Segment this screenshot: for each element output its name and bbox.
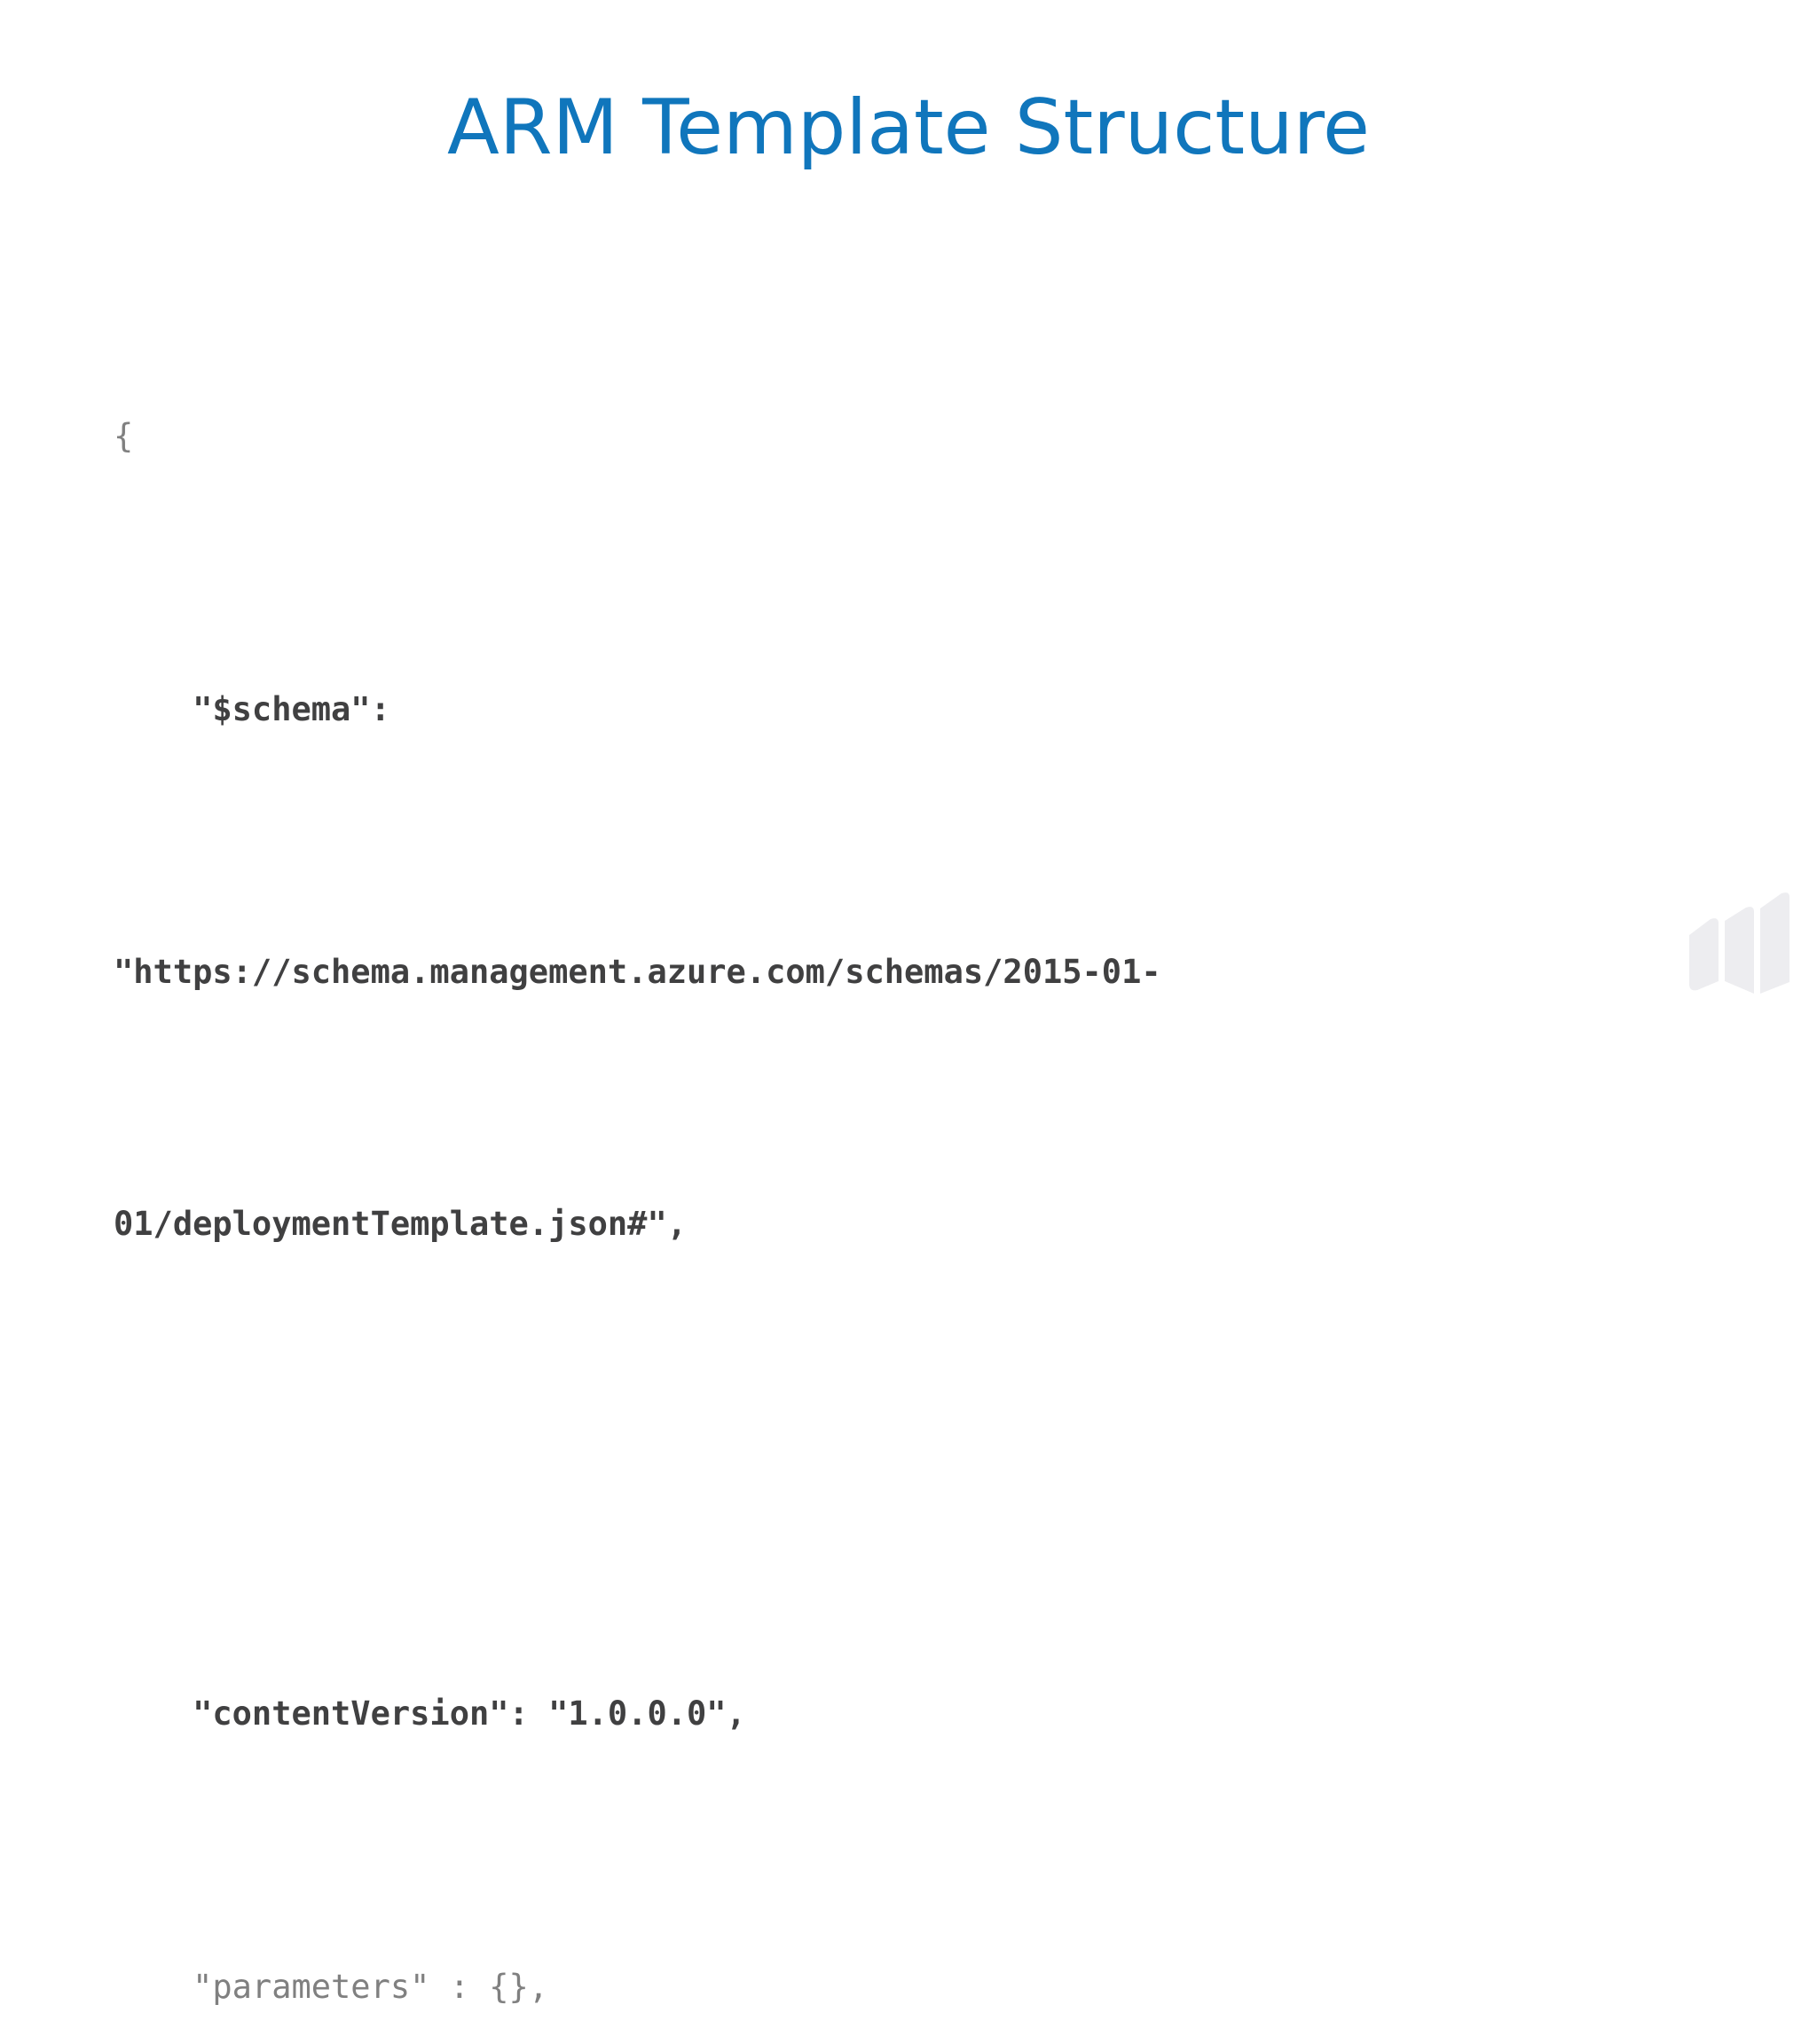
slide-canvas: ARM Template Structure { "$schema": "htt… xyxy=(114,83,1789,2006)
three-bars-watermark-logo-icon xyxy=(1689,892,1789,994)
code-line-content-version: "contentVersion": "1.0.0.0", xyxy=(114,1694,746,1733)
code-line-parameters: "parameters" : {}, xyxy=(114,1968,549,2006)
arm-template-code-block: { "$schema": "https://schema.management.… xyxy=(114,197,1711,2044)
code-spacer xyxy=(114,1452,1711,1474)
code-line-schema-url-part2: 01/deploymentTemplate.json#", xyxy=(114,1205,688,1243)
code-line-open-brace: { xyxy=(114,417,134,455)
page-title: ARM Template Structure xyxy=(447,83,1370,172)
code-line-schema-url-part1: "https://schema.management.azure.com/sch… xyxy=(114,953,1161,991)
code-line-schema-key: "$schema": xyxy=(114,690,390,728)
